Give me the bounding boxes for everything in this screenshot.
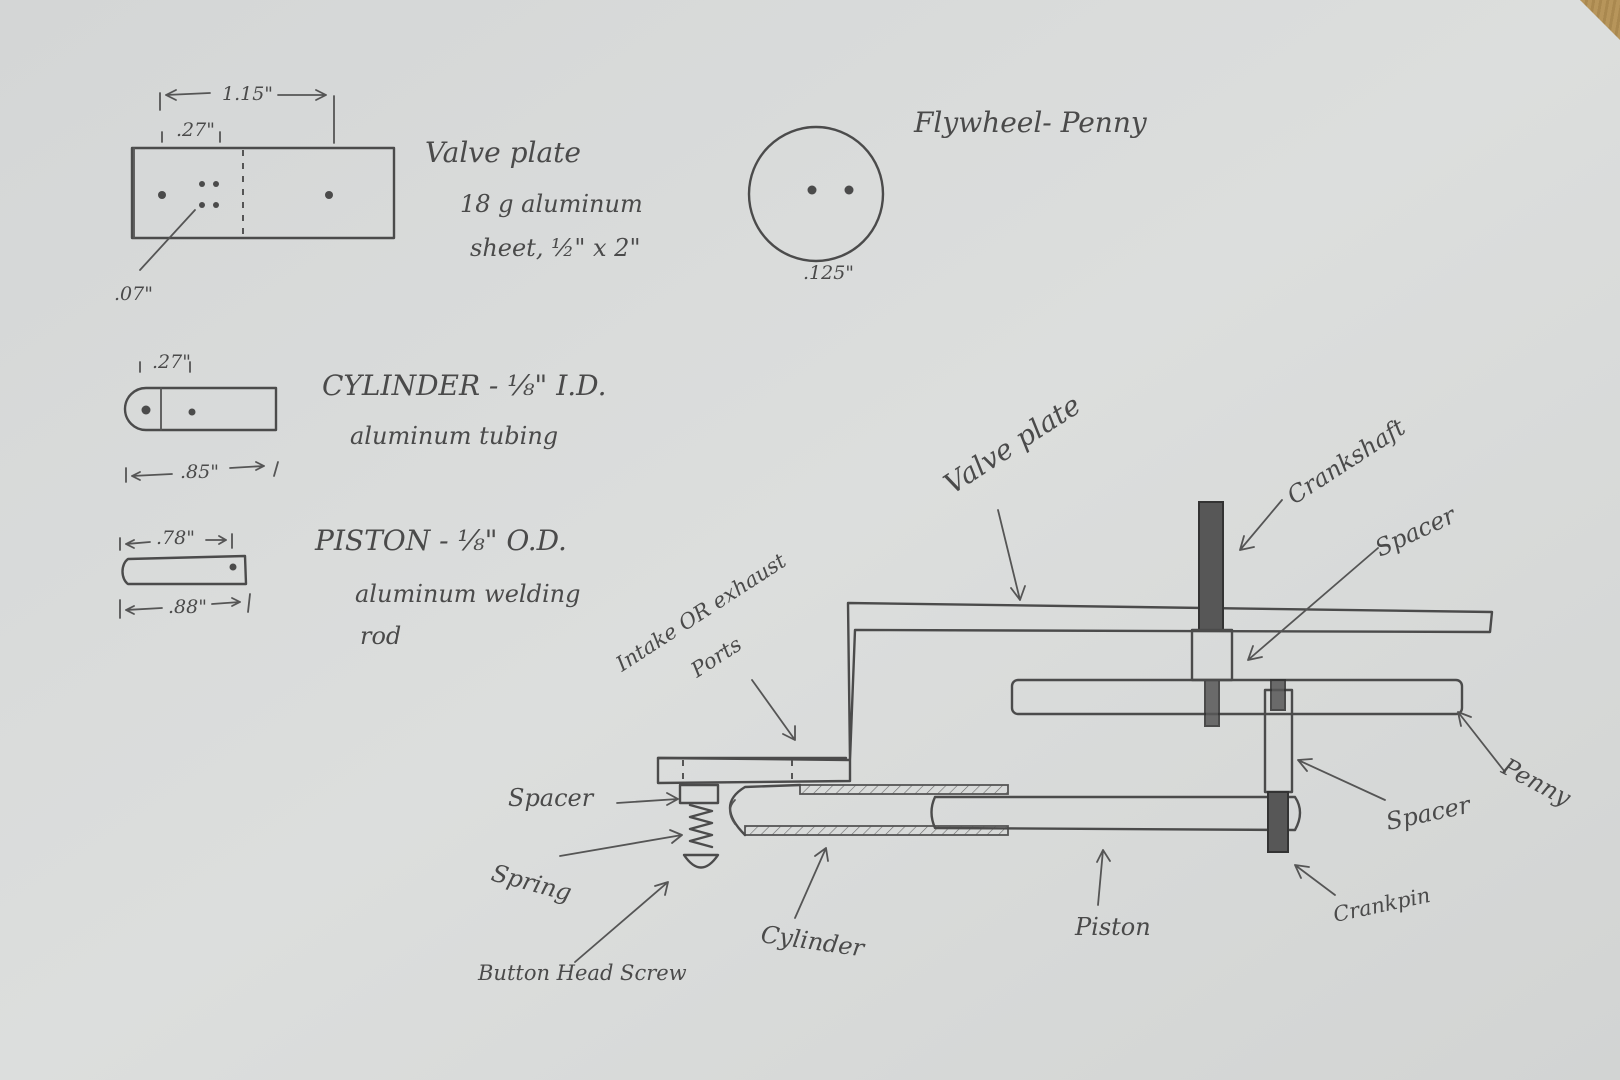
assembly-spring (688, 803, 714, 849)
cylinder-length-dim: .85" (180, 461, 219, 483)
flywheel-circle (747, 125, 885, 263)
piston-detail: .78" .88" PISTON - ⅛" O.D. aluminum weld… (119, 524, 580, 650)
valve-plate-title: Valve plate (425, 136, 581, 169)
valve-plate-detail: 1.15" .27" .07" Valve plate 18 g aluminu… (114, 83, 643, 305)
piston-hole-dim: .78" (156, 527, 195, 549)
assembly-button-head-screw (682, 853, 720, 869)
assembly-spacer-left (678, 783, 720, 805)
label-piston: Piston (1074, 913, 1151, 941)
piston-spec-1: aluminum welding (355, 580, 580, 608)
leader-arrows (559, 499, 1506, 963)
assembly-piston (930, 795, 1302, 832)
assembly-cylinder (728, 783, 1009, 837)
valve-plate-length-dim: 1.15" (222, 83, 273, 105)
cylinder-offset-dim: .27" (152, 351, 191, 373)
valve-plate-hole (158, 191, 166, 199)
piston-length-dim: .88" (168, 596, 207, 618)
assembly-crankshaft (1198, 501, 1224, 631)
assembly-penny (1010, 678, 1464, 716)
piston-spec-2: rod (360, 622, 401, 650)
flywheel-hole-dim: .125" (803, 262, 854, 284)
flywheel-title: Flywheel- Penny (913, 106, 1148, 139)
flywheel-detail: .125" Flywheel- Penny (747, 106, 1148, 284)
valve-plate-offset-dim: .27" (176, 119, 215, 141)
valve-plate-spec-1: 18 g aluminum (460, 190, 643, 218)
cylinder-detail: .27" .85" CYLINDER - ⅛" I.D. aluminum tu… (123, 351, 607, 483)
valve-plate-spec-2: sheet, ½" x 2" (470, 234, 640, 262)
assembly-crankpin (1267, 791, 1289, 853)
assembly-spacer-top (1190, 628, 1234, 682)
label-spacer-left: Spacer (508, 784, 595, 812)
cylinder-spec: aluminum tubing (350, 422, 558, 450)
cylinder-title: CYLINDER - ⅛" I.D. (322, 369, 607, 402)
valve-plate-hole-dim: .07" (114, 283, 153, 305)
assembly-valve-plate (656, 601, 1494, 785)
piston-title: PISTON - ⅛" O.D. (314, 524, 567, 557)
label-button-head-screw: Button Head Screw (477, 961, 687, 985)
